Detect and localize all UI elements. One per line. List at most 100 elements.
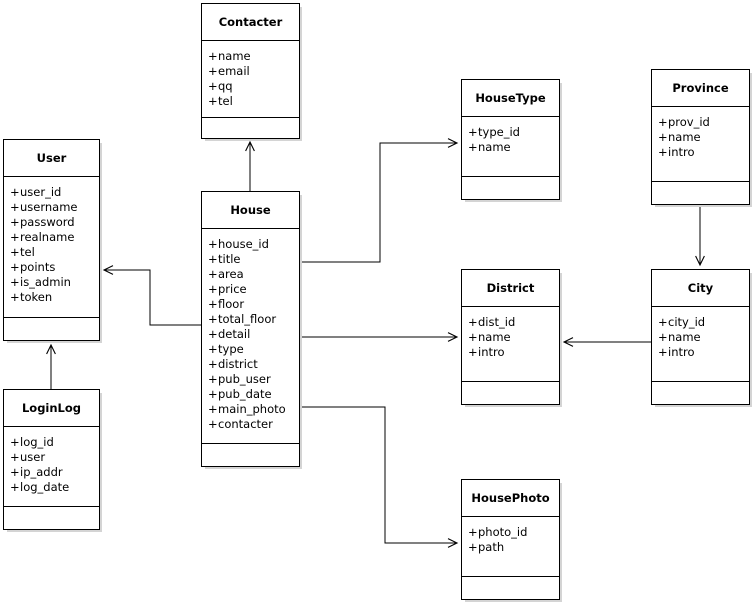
attribute-row: +prov_id xyxy=(658,115,749,130)
class-box-house[interactable]: House +house_id+title+area+price+floor+t… xyxy=(201,191,300,467)
visibility-marker: + xyxy=(208,357,218,371)
visibility-marker: + xyxy=(208,49,218,63)
class-attributes-housetype: +type_id+name xyxy=(462,117,559,177)
visibility-marker: + xyxy=(10,200,20,214)
visibility-marker: + xyxy=(658,315,668,329)
class-title-city: City xyxy=(652,270,749,307)
attribute-row: +tel xyxy=(208,94,299,109)
attribute-name: qq xyxy=(218,79,233,93)
visibility-marker: + xyxy=(658,145,668,159)
visibility-marker: + xyxy=(208,297,218,311)
attribute-name: house_id xyxy=(218,237,269,251)
class-title-contacter: Contacter xyxy=(202,4,299,41)
attribute-name: dist_id xyxy=(478,315,516,329)
class-attributes-loginlog: +log_id+user+ip_addr+log_date xyxy=(4,427,99,507)
attribute-name: user xyxy=(20,450,46,464)
visibility-marker: + xyxy=(10,260,20,274)
attribute-name: ip_addr xyxy=(20,465,63,479)
visibility-marker: + xyxy=(468,330,478,344)
visibility-marker: + xyxy=(658,330,668,344)
class-attributes-district: +dist_id+name+intro xyxy=(462,307,559,382)
attribute-row: +email xyxy=(208,64,299,79)
attribute-name: prov_id xyxy=(668,115,710,129)
attribute-name: user_id xyxy=(20,185,62,199)
visibility-marker: + xyxy=(208,252,218,266)
attribute-name: intro xyxy=(478,345,505,359)
visibility-marker: + xyxy=(10,215,20,229)
visibility-marker: + xyxy=(658,115,668,129)
visibility-marker: + xyxy=(208,282,218,296)
class-operations-district xyxy=(462,382,559,404)
attribute-row: +area xyxy=(208,267,299,282)
attribute-row: +district xyxy=(208,357,299,372)
class-box-province[interactable]: Province +prov_id+name+intro xyxy=(651,69,750,205)
class-box-city[interactable]: City +city_id+name+intro xyxy=(651,269,750,405)
class-box-housetype[interactable]: HouseType +type_id+name xyxy=(461,79,560,200)
visibility-marker: + xyxy=(10,245,20,259)
attribute-row: +name xyxy=(468,330,559,345)
class-operations-housetype xyxy=(462,177,559,199)
attribute-row: +house_id xyxy=(208,237,299,252)
attribute-row: +contacter xyxy=(208,417,299,432)
attribute-row: +photo_id xyxy=(468,525,559,540)
attribute-name: floor xyxy=(218,297,245,311)
attribute-row: +floor xyxy=(208,297,299,312)
visibility-marker: + xyxy=(208,327,218,341)
class-attributes-contacter: +name+email+qq+tel xyxy=(202,41,299,118)
class-box-contacter[interactable]: Contacter +name+email+qq+tel xyxy=(201,3,300,139)
class-operations-housephoto xyxy=(462,577,559,599)
attribute-name: district xyxy=(218,357,258,371)
visibility-marker: + xyxy=(468,525,478,539)
class-attributes-province: +prov_id+name+intro xyxy=(652,107,749,182)
attribute-row: +qq xyxy=(208,79,299,94)
class-operations-province xyxy=(652,182,749,204)
visibility-marker: + xyxy=(10,450,20,464)
attribute-name: log_date xyxy=(20,480,70,494)
attribute-name: detail xyxy=(218,327,251,341)
class-box-district[interactable]: District +dist_id+name+intro xyxy=(461,269,560,405)
attribute-name: log_id xyxy=(20,435,54,449)
visibility-marker: + xyxy=(208,372,218,386)
visibility-marker: + xyxy=(658,130,668,144)
attribute-name: pub_date xyxy=(218,387,272,401)
class-operations-loginlog xyxy=(4,507,99,529)
relation-house-housetype xyxy=(300,138,459,263)
visibility-marker: + xyxy=(10,435,20,449)
class-title-province: Province xyxy=(652,70,749,107)
class-title-user: User xyxy=(4,140,99,177)
attribute-name: intro xyxy=(668,145,695,159)
attribute-name: path xyxy=(478,540,505,554)
attribute-name: name xyxy=(218,49,251,63)
attribute-name: total_floor xyxy=(218,312,277,326)
attribute-row: +token xyxy=(10,290,99,305)
class-box-housephoto[interactable]: HousePhoto +photo_id+path xyxy=(461,479,560,600)
attribute-name: intro xyxy=(668,345,695,359)
class-title-loginlog: LoginLog xyxy=(4,390,99,427)
attribute-name: photo_id xyxy=(478,525,528,539)
attribute-row: +is_admin xyxy=(10,275,99,290)
attribute-row: +intro xyxy=(658,145,749,160)
class-operations-user xyxy=(4,318,99,340)
attribute-name: price xyxy=(218,282,247,296)
attribute-row: +name xyxy=(658,130,749,145)
attribute-name: name xyxy=(668,130,701,144)
class-box-loginlog[interactable]: LoginLog +log_id+user+ip_addr+log_date xyxy=(3,389,100,530)
attribute-name: main_photo xyxy=(218,402,286,416)
visibility-marker: + xyxy=(208,417,218,431)
attribute-name: realname xyxy=(20,230,75,244)
attribute-row: +path xyxy=(468,540,559,555)
attribute-name: contacter xyxy=(218,417,273,431)
class-attributes-user: +user_id+username+password+realname+tel+… xyxy=(4,177,99,318)
attribute-row: +user xyxy=(10,450,99,465)
attribute-row: +name xyxy=(468,140,559,155)
attribute-row: +city_id xyxy=(658,315,749,330)
attribute-row: +detail xyxy=(208,327,299,342)
class-title-district: District xyxy=(462,270,559,307)
attribute-row: +total_floor xyxy=(208,312,299,327)
class-attributes-city: +city_id+name+intro xyxy=(652,307,749,382)
class-box-user[interactable]: User +user_id+username+password+realname… xyxy=(3,139,100,341)
attribute-row: +username xyxy=(10,200,99,215)
visibility-marker: + xyxy=(10,480,20,494)
